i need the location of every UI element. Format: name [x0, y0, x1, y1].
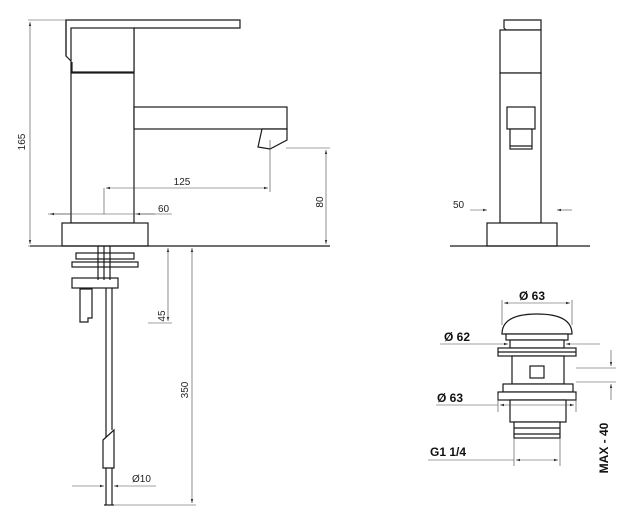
- front-dimensions: 165 125 60 80 45 350 Ø10: [17, 19, 330, 506]
- dim-80: 80: [315, 196, 326, 208]
- side-base: [486, 222, 558, 247]
- dim-50: 50: [453, 200, 465, 211]
- dim-max-40: MAX - 40: [597, 422, 611, 473]
- dim-diameter-63-top: Ø 63: [519, 289, 545, 303]
- waste-view: [497, 313, 577, 439]
- mixer-head: [70, 27, 135, 73]
- base-plate: [61, 222, 149, 247]
- side-head: [499, 29, 542, 74]
- front-view: [30, 19, 330, 506]
- dim-diameter-63-body: Ø 63: [437, 391, 463, 405]
- waste-cap: [501, 313, 573, 335]
- dim-diameter-62: Ø 62: [444, 330, 470, 344]
- fixing-washer: [75, 252, 135, 260]
- side-spout: [506, 106, 536, 130]
- dim-45: 45: [157, 310, 168, 322]
- side-lever: [503, 19, 542, 31]
- mixer-body: [70, 72, 135, 224]
- spout-outlet: [257, 128, 288, 150]
- waste-dimensions: Ø 63 Ø 62 Ø 63 G1 1/4 MAX - 40: [428, 289, 616, 473]
- dim-diameter-10: Ø10: [132, 474, 151, 485]
- dim-60: 60: [158, 204, 170, 215]
- dim-165: 165: [17, 133, 28, 150]
- spout: [133, 106, 288, 130]
- side-dimensions: 50: [453, 200, 572, 212]
- dim-350: 350: [180, 381, 191, 398]
- dim-125: 125: [174, 177, 191, 188]
- side-view: [450, 19, 590, 247]
- dim-thread-g1-1-4: G1 1/4: [430, 445, 466, 459]
